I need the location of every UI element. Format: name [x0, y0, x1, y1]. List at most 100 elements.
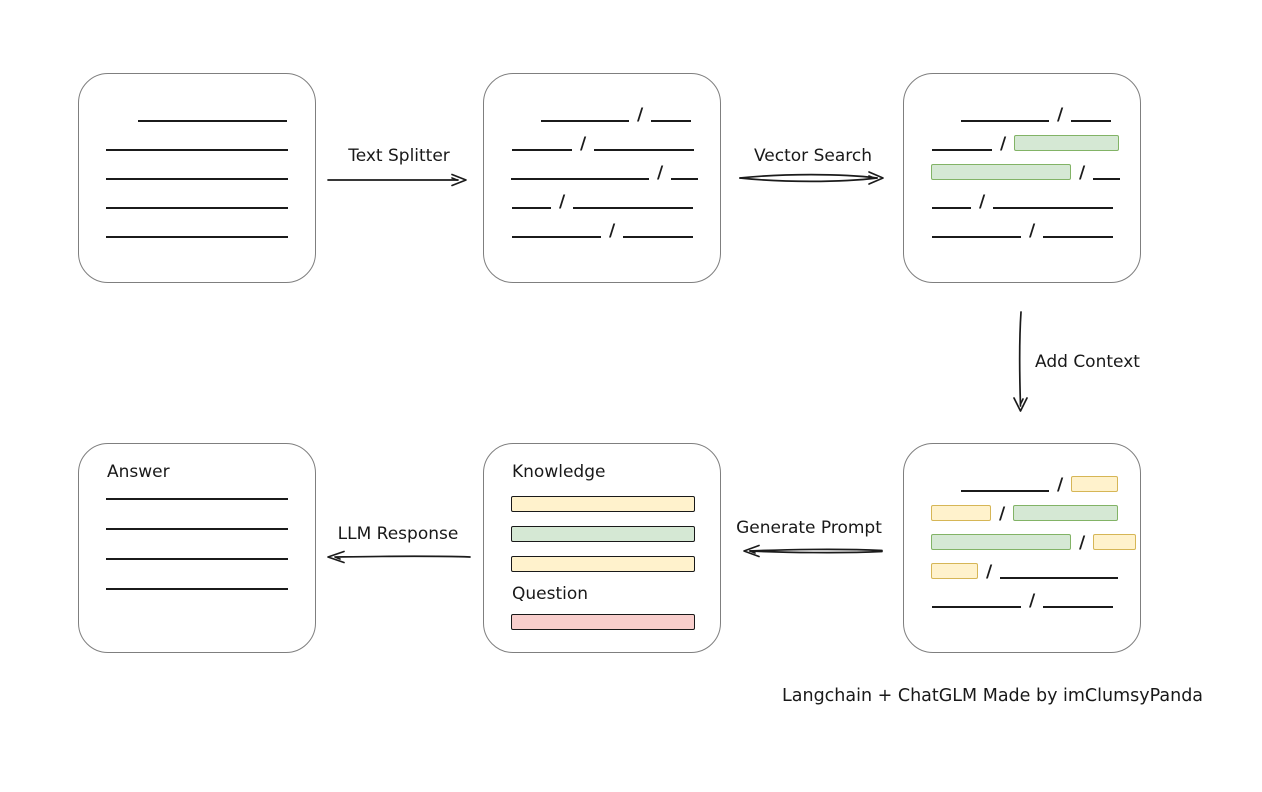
text-line — [932, 606, 1021, 608]
slash-separator: / — [1029, 221, 1036, 241]
text-line — [651, 120, 692, 122]
text-row — [106, 482, 315, 500]
slash-separator: / — [580, 134, 587, 154]
llm-response-label: LLM Response — [337, 524, 459, 544]
text-line — [1093, 178, 1121, 180]
text-line — [106, 528, 288, 530]
text-row — [106, 191, 315, 209]
slash-separator: / — [1057, 475, 1064, 495]
slash-separator: / — [1079, 533, 1086, 553]
knowledge-label: Knowledge — [512, 462, 606, 482]
text-line — [106, 498, 288, 500]
text-line — [993, 207, 1114, 209]
highlight-green — [931, 164, 1071, 180]
text-line — [512, 236, 601, 238]
text-line — [961, 490, 1049, 492]
highlight-green — [1014, 135, 1120, 151]
prompt-box: Knowledge Question — [483, 443, 721, 653]
vector-search-label: Vector Search — [754, 146, 872, 166]
highlight-yellow — [931, 505, 991, 521]
knowledge-bar-yellow — [511, 496, 695, 512]
document-lines — [79, 74, 315, 238]
context-lines: / / / / / — [904, 444, 1140, 611]
text-line — [106, 178, 288, 180]
text-line — [512, 149, 572, 151]
knowledge-bar-green — [511, 526, 695, 542]
text-line — [671, 178, 699, 180]
chunk-lines: / / / / / — [484, 74, 720, 241]
text-line — [1043, 236, 1114, 238]
text-line — [511, 178, 649, 180]
text-row — [138, 104, 315, 122]
text-line — [106, 207, 288, 209]
text-row: / — [931, 561, 1140, 581]
add-context-label: Add Context — [1035, 352, 1140, 372]
text-line — [106, 236, 288, 238]
vector-search-results-box: / / / / / — [903, 73, 1141, 283]
llm-response-arrow-icon — [327, 550, 471, 564]
highlight-yellow — [931, 563, 978, 579]
split-chunks-box: / / / / / — [483, 73, 721, 283]
text-line — [138, 120, 287, 122]
text-row: / — [932, 590, 1140, 611]
question-label: Question — [512, 584, 589, 604]
answer-lines — [79, 444, 315, 590]
highlight-yellow — [1071, 476, 1119, 492]
text-line — [932, 236, 1021, 238]
text-row: / — [931, 162, 1140, 183]
text-line — [932, 207, 971, 209]
credit-caption: Langchain + ChatGLM Made by imClumsyPand… — [782, 686, 1204, 706]
text-row: / — [932, 220, 1140, 241]
text-line — [961, 120, 1049, 122]
text-row: / — [932, 133, 1140, 154]
text-row: / — [512, 220, 720, 241]
text-line — [106, 558, 288, 560]
text-line — [1000, 577, 1119, 579]
slash-separator: / — [1057, 105, 1064, 125]
text-line — [1071, 120, 1112, 122]
vector-search-arrow-icon — [739, 171, 884, 185]
text-line — [594, 149, 695, 151]
text-row: / — [931, 532, 1140, 553]
slash-separator: / — [1079, 163, 1086, 183]
text-splitter-label: Text Splitter — [348, 146, 450, 166]
slash-separator: / — [657, 163, 664, 183]
generate-prompt-label: Generate Prompt — [736, 518, 882, 538]
text-line — [541, 120, 629, 122]
document-box — [78, 73, 316, 283]
slash-separator: / — [609, 221, 616, 241]
text-row: / — [961, 104, 1140, 125]
text-line — [1043, 606, 1114, 608]
highlight-green — [1013, 505, 1119, 521]
text-row: / — [511, 162, 720, 183]
text-row — [106, 542, 315, 560]
context-box: / / / / / — [903, 443, 1141, 653]
highlight-yellow — [1093, 534, 1137, 550]
text-row — [106, 572, 315, 590]
text-line — [512, 207, 551, 209]
text-row — [106, 162, 315, 180]
text-row — [106, 133, 315, 151]
text-row — [106, 220, 315, 238]
highlight-green — [931, 534, 1071, 550]
text-line — [623, 236, 694, 238]
generate-prompt-arrow-icon — [743, 544, 883, 558]
add-context-arrow-icon — [1013, 311, 1028, 412]
knowledge-bar-yellow — [511, 556, 695, 572]
text-line — [573, 207, 694, 209]
slash-separator: / — [637, 105, 644, 125]
text-row: / — [512, 133, 720, 154]
answer-box: Answer — [78, 443, 316, 653]
answer-label: Answer — [107, 462, 170, 482]
slash-separator: / — [999, 504, 1006, 524]
retrieved-lines: / / / / / — [904, 74, 1140, 241]
text-row: / — [512, 191, 720, 211]
slash-separator: / — [1000, 134, 1007, 154]
slash-separator: / — [1029, 591, 1036, 611]
text-row — [106, 512, 315, 530]
text-row: / — [961, 474, 1140, 495]
slash-separator: / — [979, 192, 986, 212]
text-row: / — [931, 503, 1140, 524]
text-line — [106, 588, 288, 590]
